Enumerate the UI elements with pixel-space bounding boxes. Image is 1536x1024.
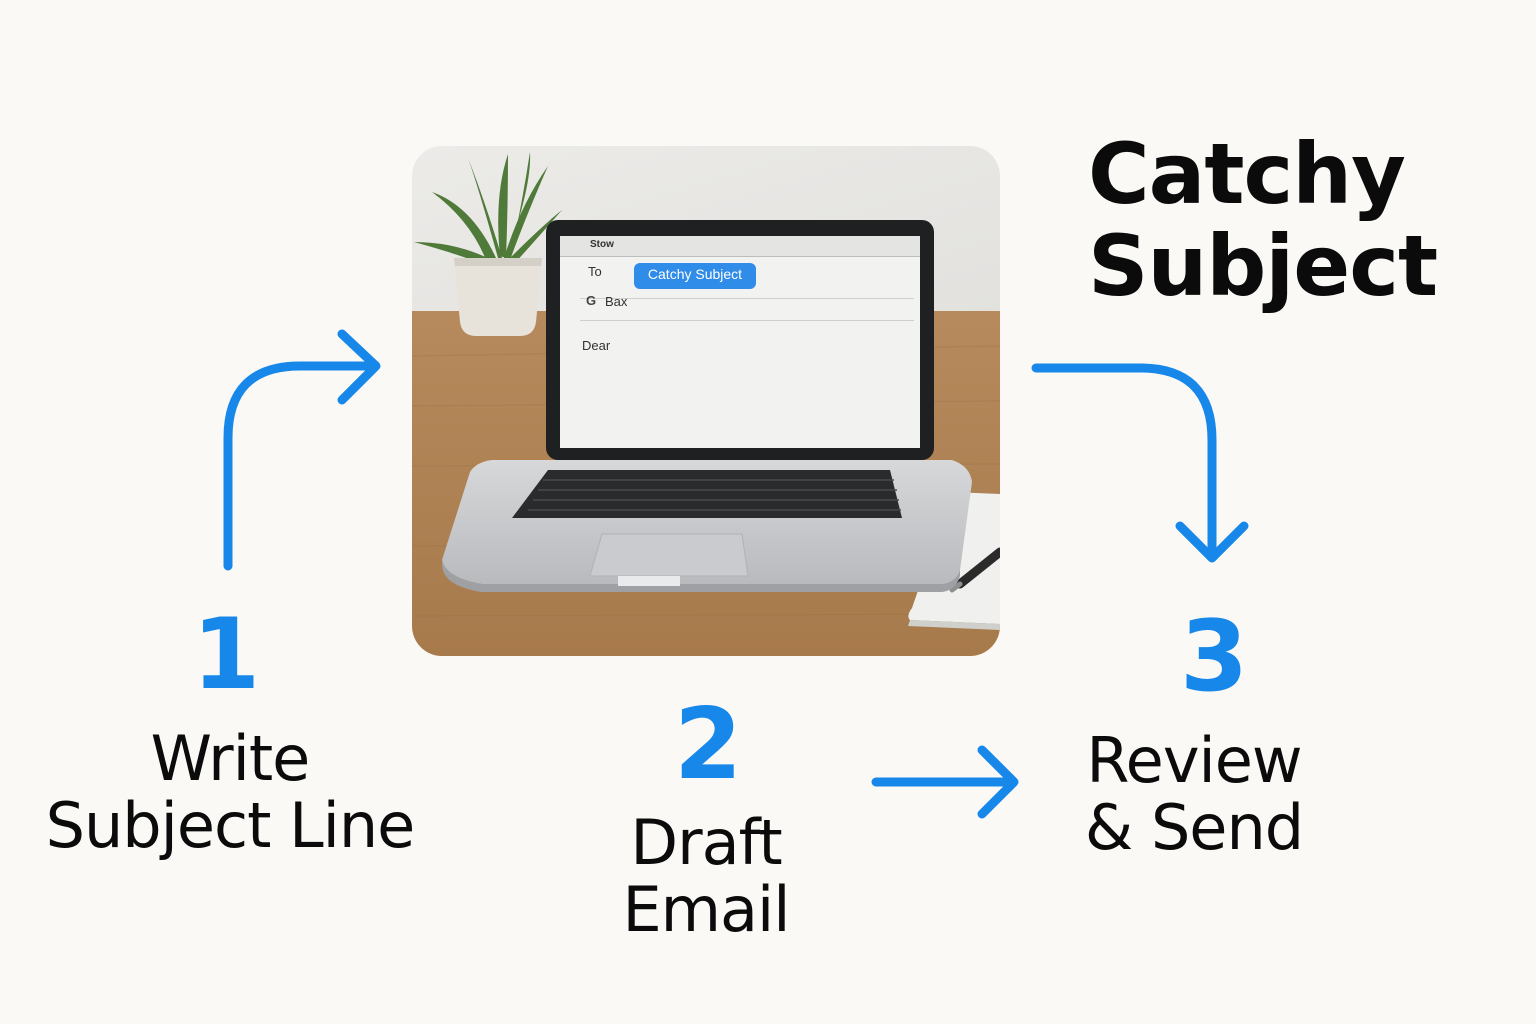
plant-icon: [414, 152, 562, 336]
arrow-step2-to-step3-head: [977, 745, 1019, 819]
google-g-icon: G: [586, 293, 597, 308]
screen-subject-chip-text: Catchy Subject: [647, 266, 743, 282]
screen-from-name: Bax: [605, 294, 628, 309]
subject-chip: [634, 263, 756, 289]
arrow-photo-to-step3-head: [1175, 521, 1249, 563]
screen-app-title: Stow: [590, 239, 614, 250]
arrow-photo-to-step3: [1031, 363, 1217, 561]
step-2-number: 2: [674, 688, 743, 802]
step-1-label-line-1: Write: [150, 722, 311, 795]
heading-line-2: Subject: [1088, 217, 1438, 316]
laptop-scene: [412, 146, 1000, 656]
step-1-number: 1: [192, 598, 261, 712]
step-3-number: 3: [1180, 600, 1249, 714]
step-2-label-line-2: Email: [622, 872, 790, 946]
keyboard: [512, 470, 902, 518]
step-3-label-line-2: & Send: [1084, 790, 1304, 864]
laptop-photo: Stow To Catchy Subject G Bax Dear: [412, 146, 1000, 656]
step-1-label: Write Subject Line: [30, 722, 430, 862]
step-1-label-line-2: Subject Line: [45, 788, 416, 862]
step-3-label: Review & Send: [1044, 724, 1344, 864]
step-3-label-line-1: Review: [1086, 724, 1302, 797]
heading-line-1: Catchy: [1088, 125, 1406, 223]
arrow-step1-to-photo: [223, 361, 379, 571]
heading: Catchy Subject: [1088, 125, 1438, 316]
screen-to-label: To: [588, 264, 602, 279]
screen-body-text: Dear: [582, 338, 611, 353]
step-2-label-line-1: Draft: [630, 806, 782, 879]
arrow-step1-to-photo-head: [337, 329, 381, 405]
step-2-label: Draft Email: [556, 806, 856, 946]
